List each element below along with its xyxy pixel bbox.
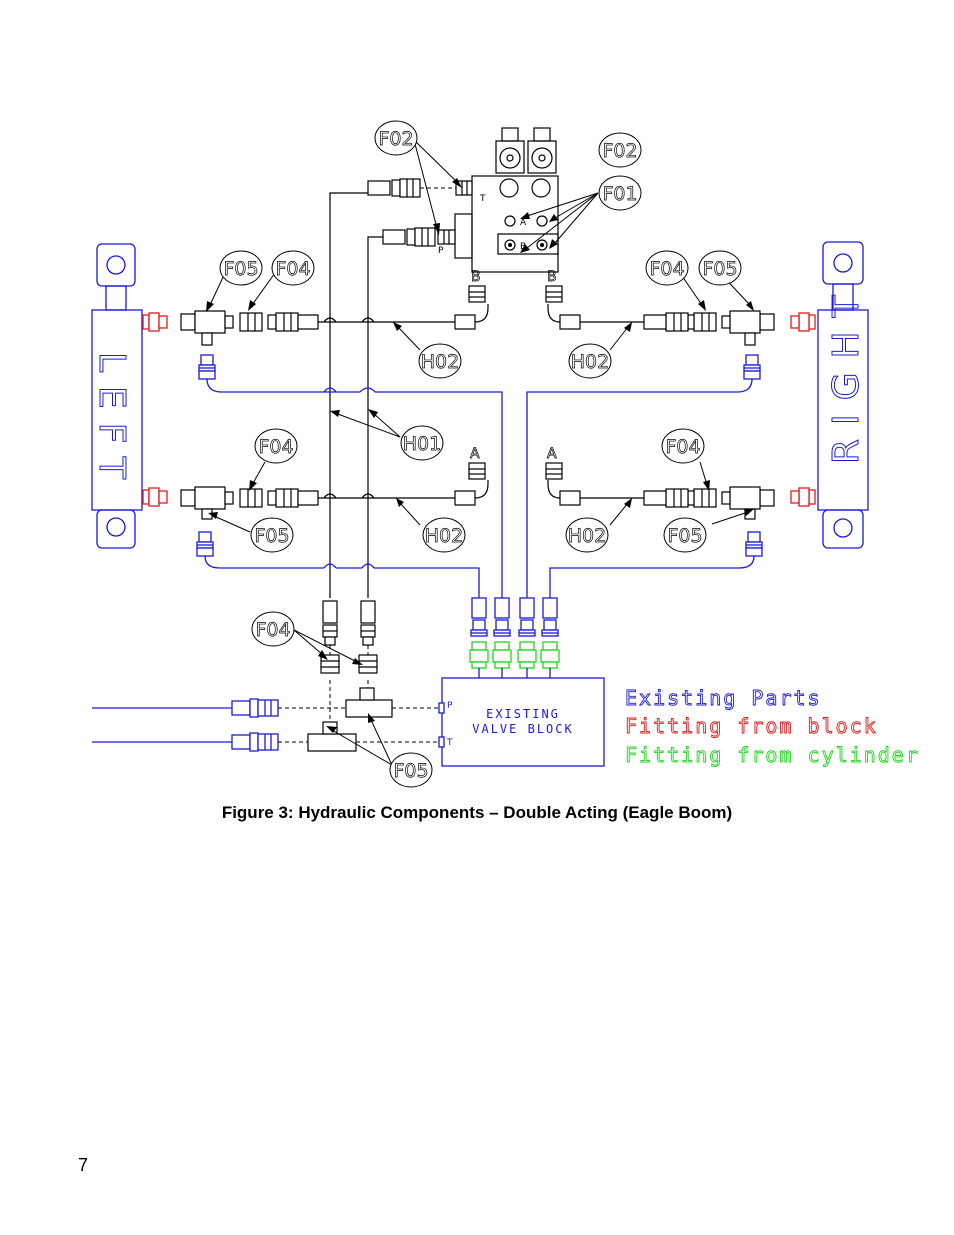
right-lower-fittings	[643, 486, 775, 569]
top-valve-assembly: A B T P	[367, 127, 559, 273]
svg-text:H01: H01	[403, 433, 441, 455]
callout-f04-ur: F04	[645, 250, 689, 286]
right-label: RIGHT	[826, 281, 867, 464]
svg-text:H02: H02	[421, 351, 459, 373]
port-a-left: A	[470, 446, 480, 462]
left-label: LEFT	[91, 352, 132, 493]
svg-text:F05: F05	[393, 760, 428, 782]
existing-t-port: T	[446, 738, 453, 748]
svg-text:F02: F02	[602, 140, 637, 162]
svg-text:F04: F04	[665, 436, 700, 458]
callout-h02-ll: H02	[422, 517, 466, 553]
figure-caption: Figure 3: Hydraulic Components – Double …	[221, 803, 733, 822]
callout-f02-left: F02	[374, 120, 418, 156]
callout-f01: F01	[598, 175, 642, 211]
svg-text:F05: F05	[223, 258, 258, 280]
svg-text:F04: F04	[275, 258, 310, 280]
callout-f05-bottom: F05	[389, 752, 433, 788]
port-b-right: B	[547, 269, 557, 285]
valve-block-line2: VALVE BLOCK	[472, 722, 573, 736]
valve-block-line1: EXISTING	[486, 707, 560, 721]
green-fittings	[469, 641, 560, 678]
callout-f05-ur: F05	[698, 250, 742, 286]
leader-lines	[206, 139, 754, 766]
left-lower-fittings	[180, 486, 319, 569]
callouts: F02 F02 F01 F05 F04 F04 F05 H02 H02 H01 …	[219, 120, 742, 788]
callout-f04-lr: F04	[661, 428, 705, 464]
callout-f02-right: F02	[598, 132, 642, 168]
callout-h02-ul: H02	[418, 343, 462, 379]
legend: Existing Parts Fitting from block Fittin…	[625, 686, 920, 768]
existing-p-port: P	[447, 701, 453, 711]
svg-text:F05: F05	[702, 258, 737, 280]
callout-h02-lr: H02	[565, 517, 609, 553]
existing-valve-block: P T EXISTING VALVE BLOCK	[438, 677, 605, 767]
valve-port-b: B	[520, 242, 526, 252]
svg-text:F04: F04	[255, 619, 290, 641]
svg-text:F04: F04	[258, 436, 293, 458]
page-number: 7	[78, 1155, 89, 1175]
svg-text:F04: F04	[649, 258, 684, 280]
valve-port-t: T	[479, 194, 486, 204]
svg-text:H02: H02	[568, 525, 606, 547]
svg-text:F02: F02	[378, 128, 413, 150]
hose-port-letters: B B A A	[470, 269, 558, 463]
hydraulic-diagram: LEFT RIGHT	[91, 120, 920, 788]
callout-f05-ll: F05	[250, 517, 294, 553]
right-upper-fittings	[643, 310, 775, 393]
hoses	[318, 192, 644, 598]
callout-h02-ur: H02	[568, 343, 612, 379]
left-cylinder: LEFT	[91, 243, 143, 549]
svg-text:H02: H02	[425, 525, 463, 547]
right-cylinder: RIGHT	[817, 241, 869, 549]
callout-f04-ll: F04	[254, 428, 298, 464]
svg-text:F01: F01	[602, 183, 637, 205]
valve-port-p: P	[438, 246, 444, 256]
port-a-right: A	[547, 446, 557, 462]
callout-f05-ul: F05	[219, 250, 263, 286]
lower-tees	[307, 600, 393, 752]
callout-h01: H01	[400, 425, 444, 461]
legend-fitting-from-cylinder: Fitting from cylinder	[625, 743, 920, 767]
red-fittings	[142, 312, 816, 507]
port-b-left: B	[471, 269, 481, 285]
callout-f04-ul: F04	[271, 250, 315, 286]
legend-fitting-from-block: Fitting from block	[625, 714, 878, 738]
svg-text:F05: F05	[254, 525, 289, 547]
callout-f05-lr: F05	[663, 517, 707, 553]
legend-existing-parts: Existing Parts	[625, 686, 822, 710]
svg-text:F05: F05	[667, 525, 702, 547]
existing-lines	[232, 387, 730, 637]
valve-port-a: A	[520, 218, 527, 228]
left-upper-fittings	[180, 310, 319, 393]
svg-text:H02: H02	[571, 351, 609, 373]
callout-f04-bottom: F04	[251, 611, 295, 647]
